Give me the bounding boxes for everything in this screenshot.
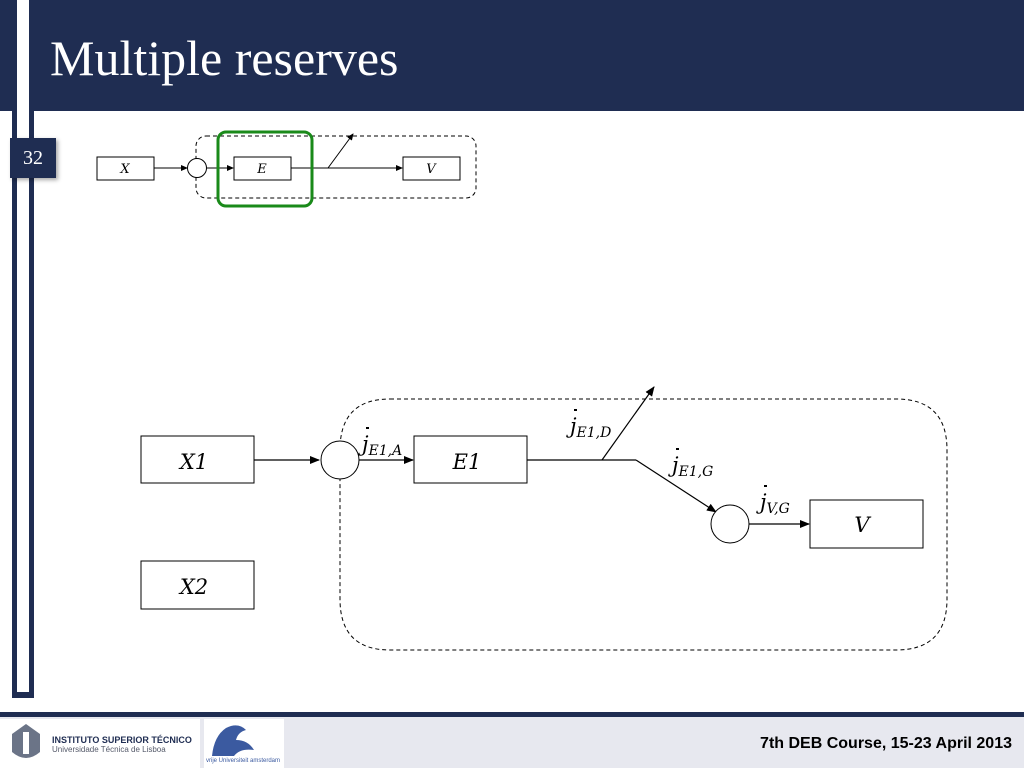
flux-e1a-label: jE1,A xyxy=(358,432,402,459)
vu-logo-name: vrije Universiteit amsterdam xyxy=(206,758,281,764)
label-v: V xyxy=(854,513,871,537)
node-2 xyxy=(710,504,750,544)
flux-e1g-symbol: j xyxy=(668,453,679,477)
box-e1 xyxy=(413,435,528,484)
small-label-e: E xyxy=(256,162,267,177)
label-x2: X2 xyxy=(178,575,208,599)
slide-number: 32 xyxy=(23,147,43,169)
small-box-v xyxy=(402,156,461,181)
flux-vg-symbol: j xyxy=(756,490,767,514)
small-label-v: V xyxy=(426,162,437,177)
flux-e1d-symbol: j xyxy=(566,414,577,438)
box-x2 xyxy=(140,560,255,610)
slide-title: Multiple reserves xyxy=(50,30,399,86)
node-1 xyxy=(320,440,360,480)
ist-logo-name: INSTITUTO SUPERIOR TÉCNICO xyxy=(52,735,192,745)
small-label-x: X xyxy=(119,162,130,177)
flux-e1g-subscript: E1,G xyxy=(678,464,714,480)
flux-e1g-label: jE1,G xyxy=(668,453,713,480)
ist-logo-subtitle: Universidade Técnica de Lisboa xyxy=(52,745,166,754)
header-bar xyxy=(0,0,1024,111)
flux-e1a-symbol: j xyxy=(358,432,369,456)
flux-vg-label: jV,G xyxy=(756,490,790,517)
box-x1 xyxy=(140,435,255,484)
small-node xyxy=(187,158,207,178)
small-system-boundary xyxy=(195,135,477,199)
flux-e1a-subscript: E1,A xyxy=(368,443,403,459)
slide-number-badge xyxy=(10,138,56,178)
label-e1: E1 xyxy=(452,450,482,474)
highlight-box xyxy=(216,130,314,208)
flux-e1d-subscript: E1,D xyxy=(576,425,612,441)
system-boundary xyxy=(339,398,948,651)
course-info: 7th DEB Course, 15-23 April 2013 xyxy=(760,735,1012,752)
box-v xyxy=(809,499,924,549)
main-diagram: X1 X2 E1 V jE1,A jE1,D jE1,G jV,G xyxy=(140,386,948,651)
flux-vg-subscript: V,G xyxy=(767,501,790,517)
small-diagram: X E V xyxy=(96,130,477,208)
footer-divider xyxy=(0,712,1024,717)
flux-e1d-label: jE1,D xyxy=(566,414,611,441)
label-x1: X1 xyxy=(178,450,208,474)
